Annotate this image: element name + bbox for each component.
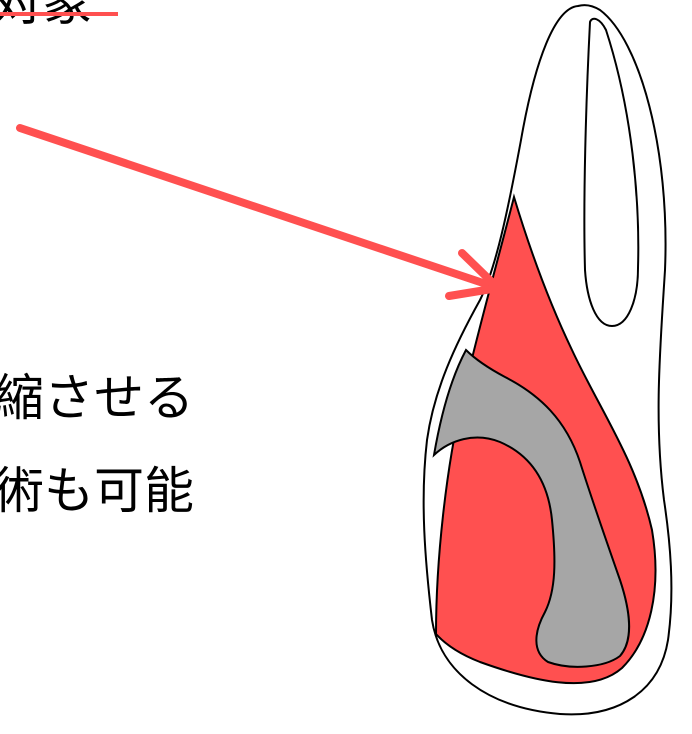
text-line-1: 縮させる bbox=[0, 369, 194, 427]
pointer-arrow-head bbox=[445, 249, 502, 300]
gray-region bbox=[432, 348, 630, 668]
pointer-arrow-shaft bbox=[16, 124, 502, 292]
heading-fragment: 対象 bbox=[0, 0, 118, 28]
heading-text: 対象 bbox=[0, 0, 92, 32]
canal-outline bbox=[583, 17, 640, 328]
text-line-2: 術も可能 bbox=[0, 462, 194, 520]
heading-underline bbox=[0, 12, 118, 16]
